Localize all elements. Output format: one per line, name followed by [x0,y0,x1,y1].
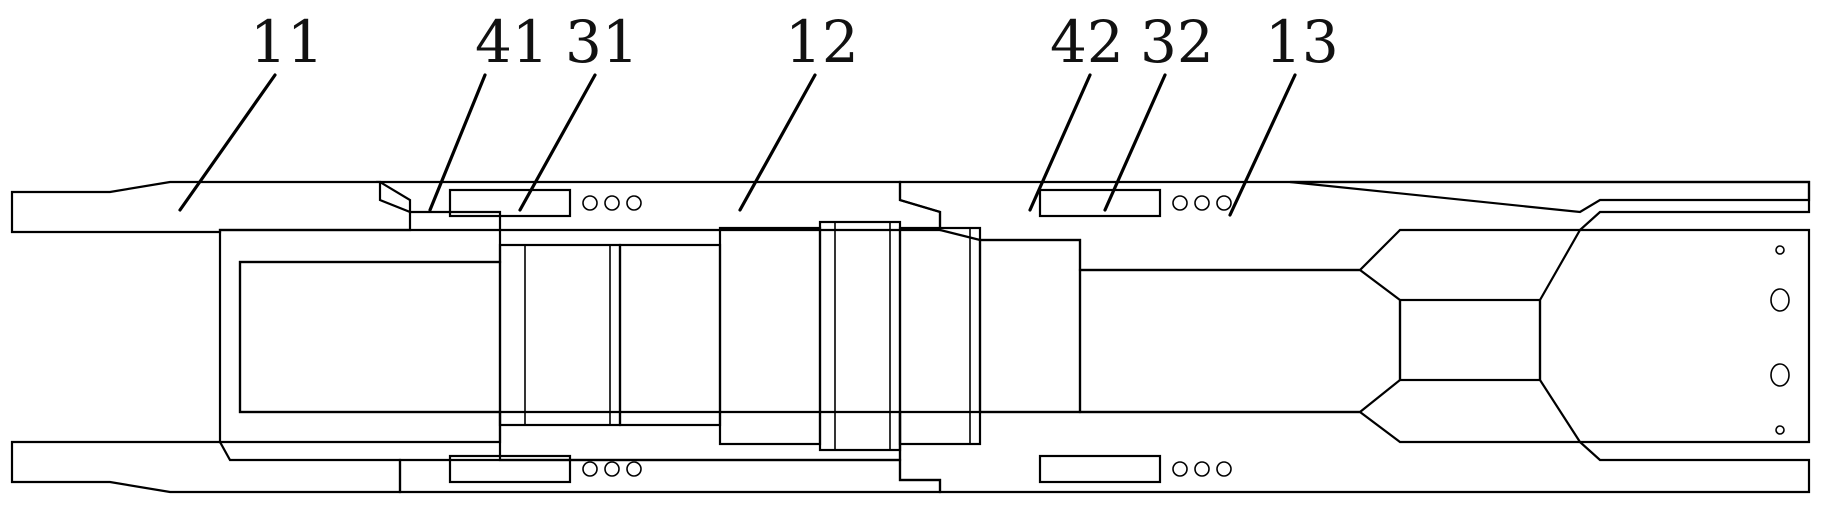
callout-11: 11 [250,8,324,76]
callout-41: 41 [475,8,549,76]
leader-41 [428,73,487,212]
callout-12: 12 [785,8,859,76]
leader-lines [178,73,1297,217]
callout-labels: 11 41 31 12 42 32 13 [250,8,1339,76]
callout-31: 31 [565,8,639,76]
pocket-32-bottom [1038,454,1232,484]
pocket-31-top [448,188,642,218]
leader-31 [518,73,597,212]
bore-profile [238,220,1811,452]
part-11-housing [10,180,412,494]
leader-13 [1228,73,1297,217]
pocket-32-top [1038,188,1232,218]
leader-12 [738,73,817,212]
leader-11 [178,73,277,212]
part-13-body [898,180,1811,494]
pocket-31-bottom [448,454,642,484]
callout-13: 13 [1265,8,1339,76]
callout-32: 32 [1140,8,1214,76]
leader-42 [1028,73,1092,212]
callout-42: 42 [1050,8,1124,76]
leader-32 [1103,73,1167,212]
part-12-body [376,180,942,494]
